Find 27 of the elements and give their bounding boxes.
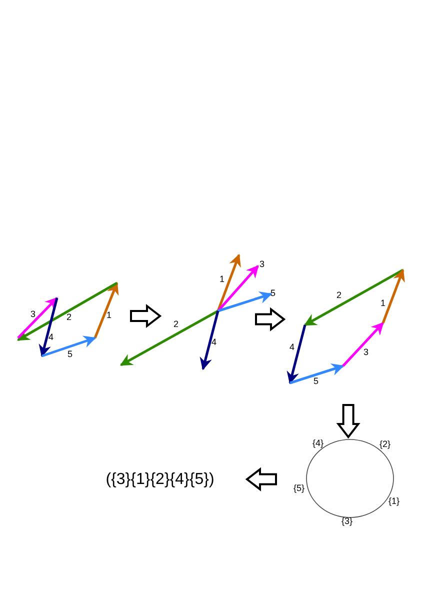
node-label: {3}: [342, 517, 353, 526]
vector-number: 2: [174, 320, 179, 329]
vector-number: 3: [30, 310, 36, 319]
vector-number: 3: [364, 348, 369, 357]
vector-number: 5: [68, 350, 73, 359]
vector-number: 4: [290, 343, 295, 352]
node-label: {5}: [294, 484, 305, 493]
expression-text: ({3}{1}{2}{4}{5}): [92, 469, 228, 491]
node-label: {2}: [380, 440, 391, 449]
vector-diagram-drawing: [286, 266, 407, 387]
vector-number: 1: [220, 275, 225, 284]
vector-number: 5: [270, 289, 276, 298]
vector-number: 4: [48, 333, 54, 342]
node-label: {1}: [388, 497, 400, 506]
vector-number: 4: [212, 338, 217, 347]
vector-diagram-drawing: [117, 251, 275, 373]
vector-number: 2: [66, 313, 72, 322]
vector-number: 1: [380, 299, 386, 308]
vector-number: 5: [314, 377, 319, 386]
vector-number: 2: [336, 291, 342, 300]
hollow-arrow: [130, 304, 162, 328]
node-label: {4}: [312, 439, 324, 448]
hollow-arrow: [255, 307, 286, 332]
hollow-arrow: [336, 404, 360, 439]
hollow-arrow: [245, 467, 277, 492]
vector-number: 3: [260, 260, 265, 269]
vector-number: 1: [106, 311, 112, 320]
